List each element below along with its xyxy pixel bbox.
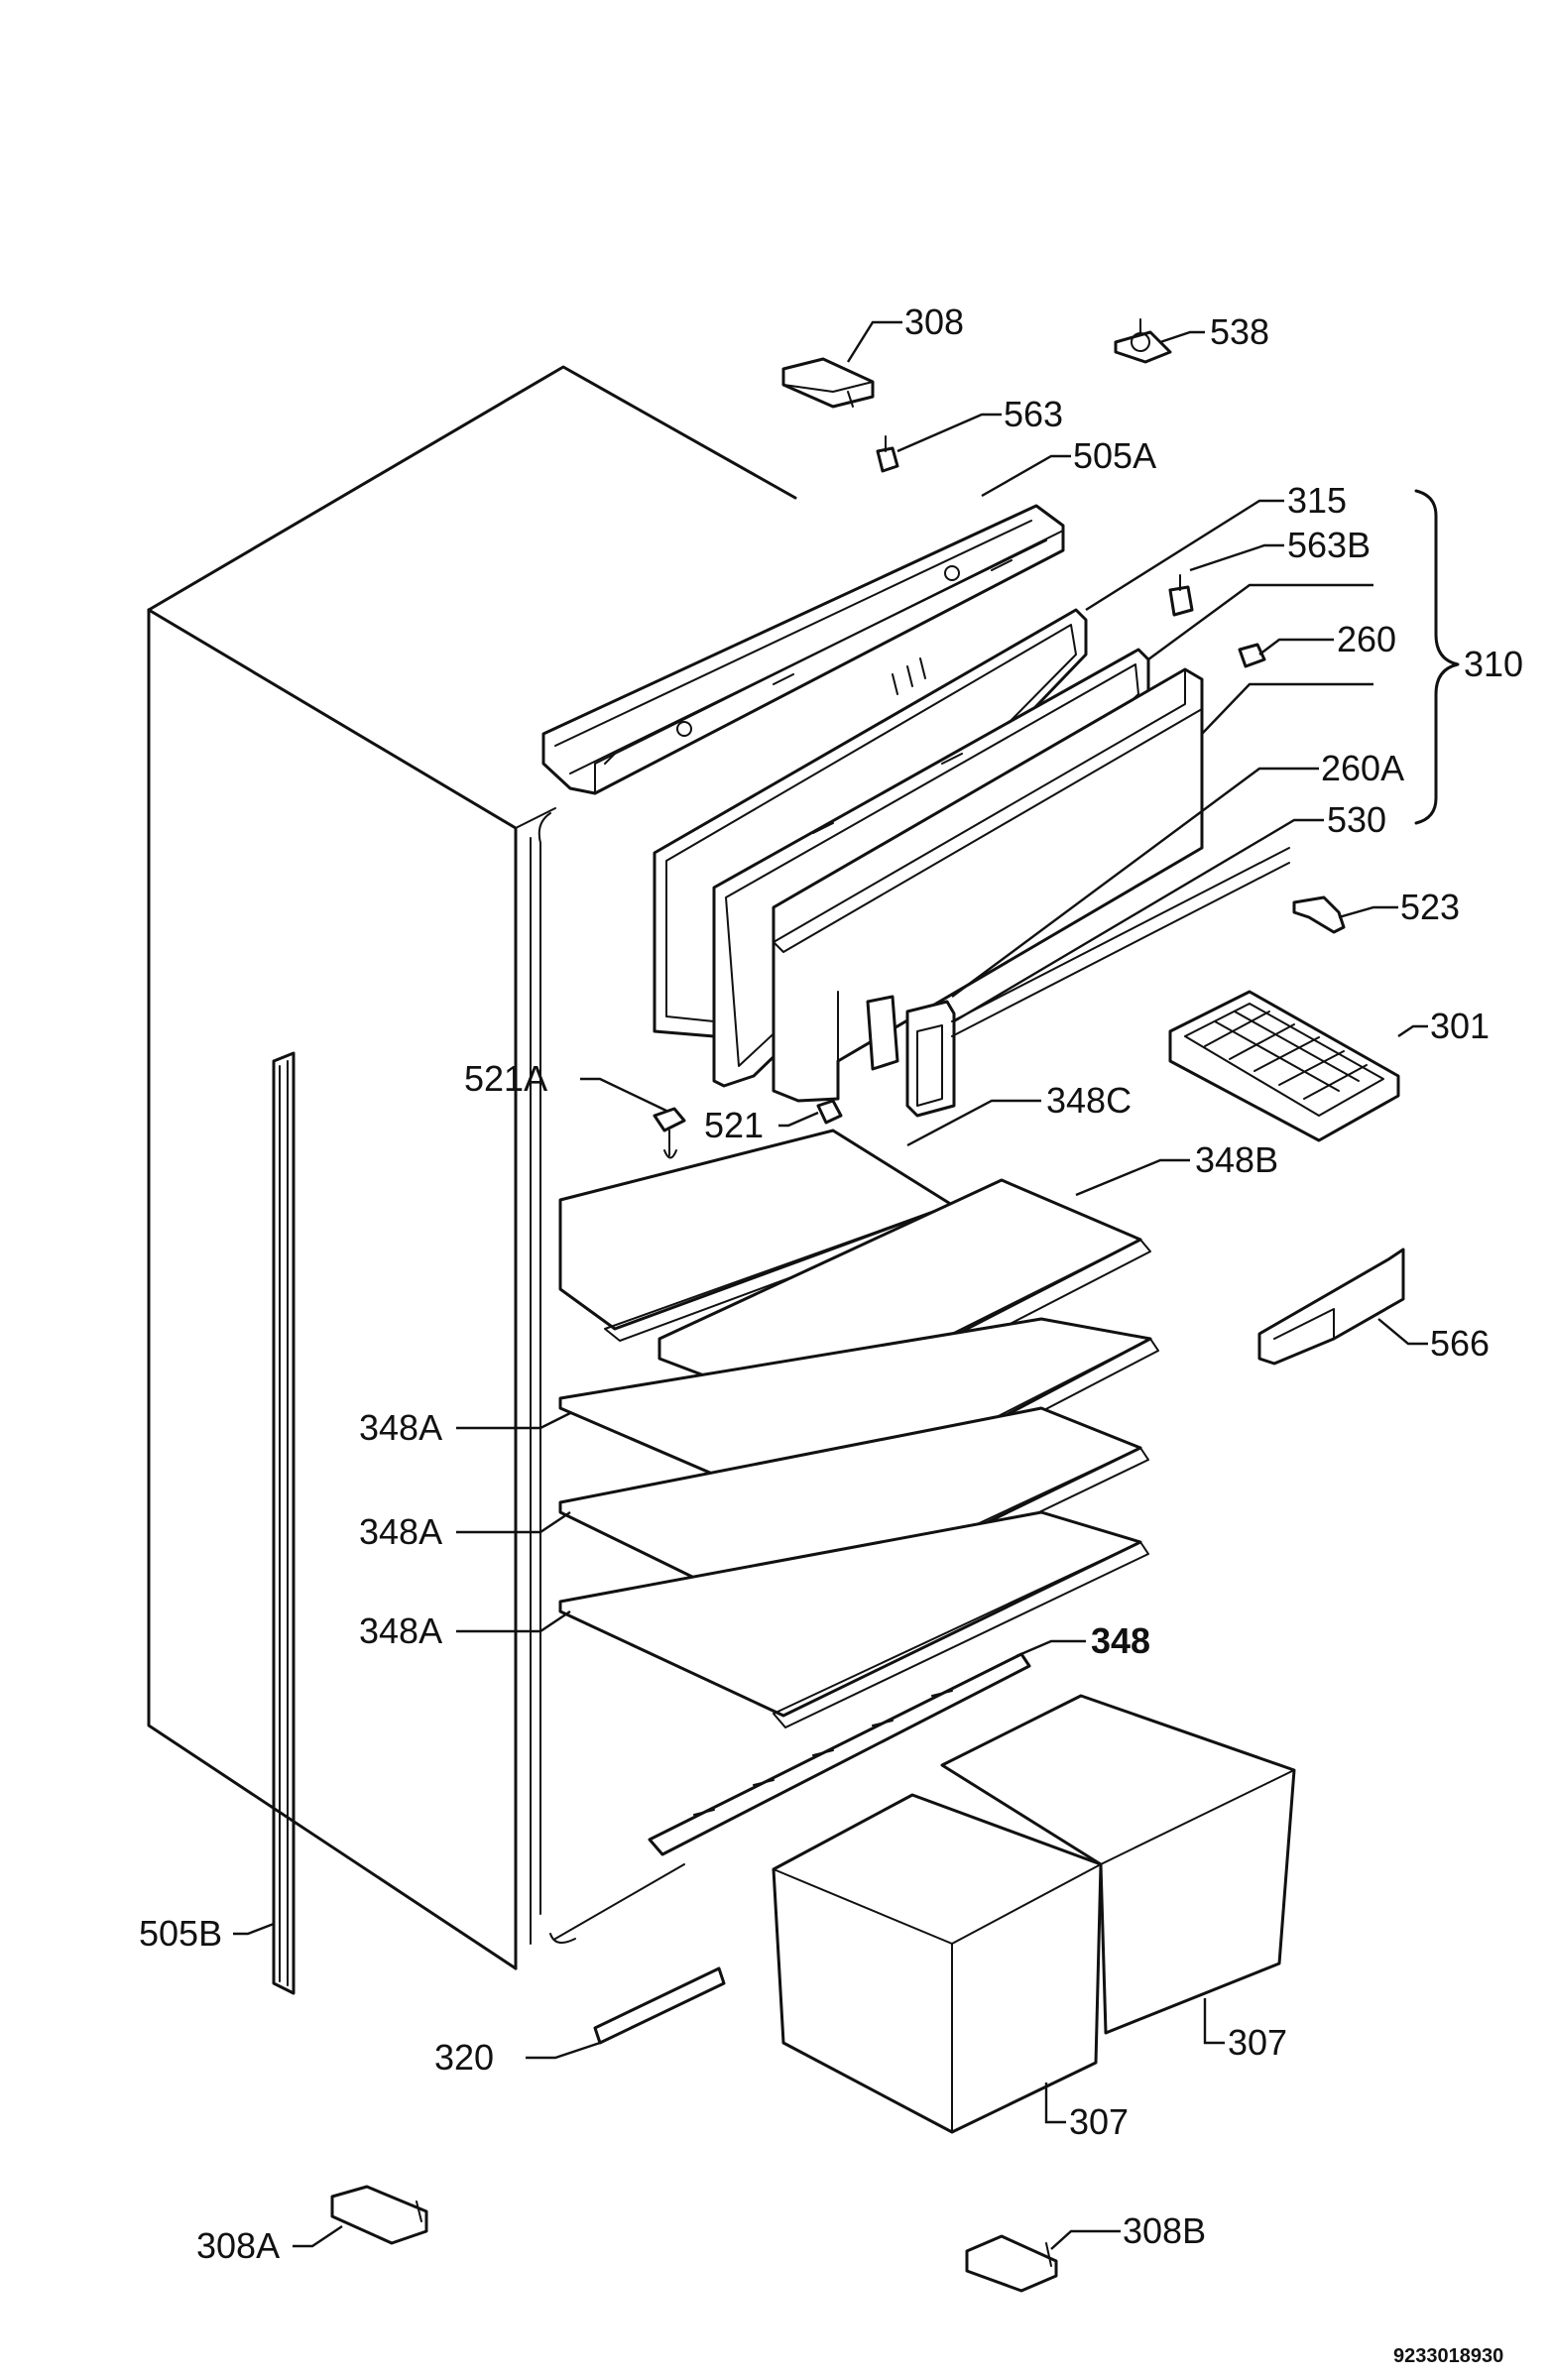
label-566: 566 [1430,1323,1490,1364]
shelf-348a-3 [558,1510,1149,1728]
door-handle [866,847,1290,1118]
label-348a-1: 348A [359,1407,442,1448]
label-310: 310 [1464,644,1523,684]
door-gasket [272,1051,296,1995]
hinge-pin-top [1114,318,1172,364]
label-505a: 505A [1073,435,1156,476]
top-cover [541,504,1065,795]
clip-260 [1238,643,1266,668]
bushing-563 [876,435,899,473]
label-348: 348 [1091,1620,1150,1661]
ice-tray [1168,990,1400,1142]
label-538: 538 [1210,311,1269,352]
bushing-563b [1168,574,1194,617]
label-521a: 521A [464,1058,547,1099]
cabinet [147,365,797,1970]
label-315: 315 [1287,480,1347,521]
label-308b: 308B [1123,2210,1206,2251]
label-320: 320 [434,2037,494,2078]
hinge-bracket-bottom-left [330,2185,428,2245]
leader-lines [233,320,1428,2250]
label-308a: 308A [196,2225,280,2266]
label-563: 563 [1004,394,1063,434]
clip-521 [816,1099,843,1125]
label-260a: 260A [1321,748,1404,788]
label-523: 523 [1400,887,1460,927]
crisper-drawer-right [940,1694,1296,2035]
light-switch-521a [653,1107,686,1159]
label-348c: 348C [1046,1080,1132,1121]
document-number: 9233018930 [1393,2345,1503,2367]
label-307-left: 307 [1069,2101,1129,2142]
hinge-bracket-bottom-right [965,2234,1058,2293]
crisper-drawer-left [772,1793,1103,2134]
label-348a-3: 348A [359,1610,442,1651]
label-505b: 505B [139,1913,222,1954]
label-260: 260 [1337,619,1396,659]
clip-523 [1292,895,1346,934]
label-301: 301 [1430,1006,1490,1046]
label-563b: 563B [1287,525,1371,565]
label-308: 308 [904,301,964,342]
label-530: 530 [1327,799,1386,840]
shelf-348-bottom [648,1652,1031,1856]
label-521: 521 [704,1105,764,1145]
group-bracket-310 [1414,489,1460,825]
scraper [1257,1248,1405,1366]
label-307-right: 307 [1228,2022,1287,2063]
freezer-door [772,667,1204,1103]
label-348a-2: 348A [359,1511,442,1552]
part-labels: 308 538 563 505A 315 563B 260 310 260A 5… [139,301,1523,2367]
hinge-bracket-top [781,357,875,409]
cover-320 [593,1966,726,2045]
label-348b: 348B [1195,1139,1278,1180]
